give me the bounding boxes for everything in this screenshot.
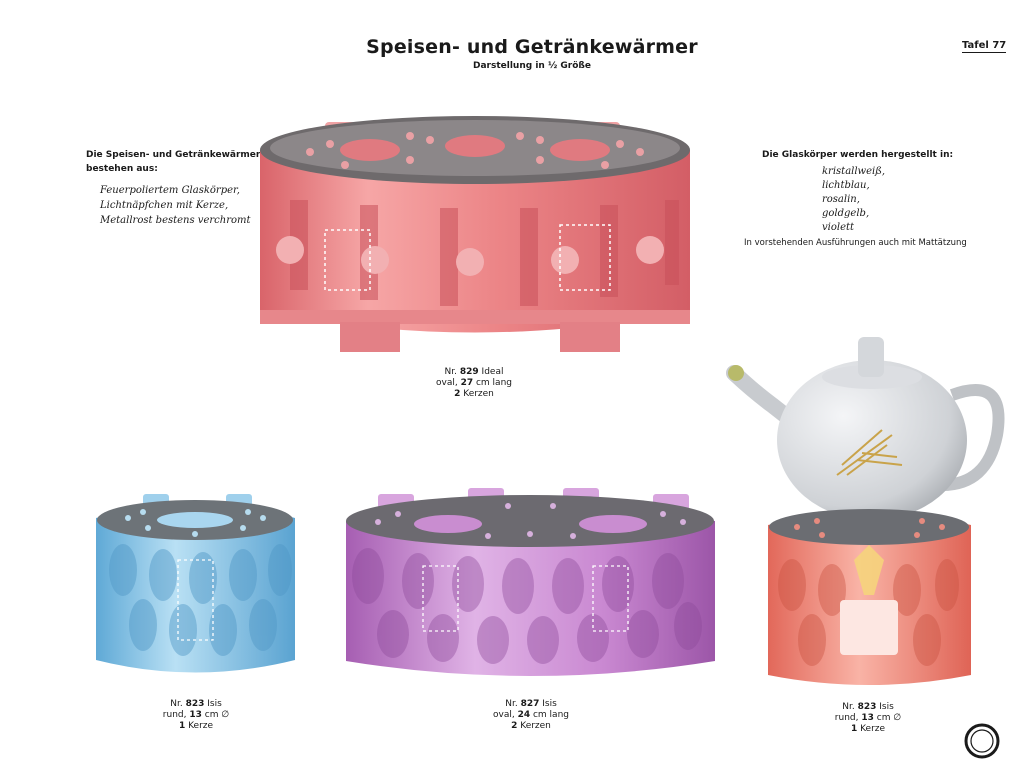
glass-colors-intro: Die Glaskörper werden hergestellt in: <box>762 150 954 160</box>
glass-color-item: violett <box>822 222 855 233</box>
product-829-ideal-image <box>260 116 690 352</box>
intro-text-line-2: bestehen aus: <box>86 164 158 174</box>
glass-color-item: goldgelb, <box>822 208 870 219</box>
teapot-image <box>726 337 1005 520</box>
component-item: Lichtnäpfchen mit Kerze, <box>100 200 229 211</box>
page-subtitle: Darstellung in ½ Größe <box>473 61 591 71</box>
product-823-salmon-caption: Nr. 823 Isis rund, 13 cm ∅ 1 Kerze <box>834 702 902 734</box>
product-827-violet-image <box>346 488 715 676</box>
product-823-salmon-image <box>768 509 971 685</box>
product-827-caption: Nr. 827 Isis oval, 24 cm lang 2 Kerzen <box>492 699 569 731</box>
page-title: Speisen- und Getränkewärmer <box>366 36 698 58</box>
product-823-blue-caption: Nr. 823 Isis rund, 13 cm ∅ 1 Kerze <box>162 699 230 731</box>
glass-color-item: rosalin, <box>822 194 860 205</box>
glass-color-item: lichtblau, <box>822 180 870 191</box>
plate-number: Tafel 77 <box>962 40 1007 53</box>
glass-color-item: kristallweiß, <box>822 166 886 177</box>
matt-etching-note: In vorstehenden Ausführungen auch mit Ma… <box>744 238 967 248</box>
component-item: Feuerpoliertem Glaskörper, <box>100 185 240 196</box>
product-823-blue-image <box>96 494 295 673</box>
intro-text-line-1: Die Speisen- und Getränkewärmer <box>86 150 261 160</box>
product-829-caption: Nr. 829 Ideal oval, 27 cm lang 2 Kerzen <box>435 367 512 399</box>
component-item: Metallrost bestens verchromt <box>100 215 251 226</box>
og-logo <box>964 723 1000 759</box>
